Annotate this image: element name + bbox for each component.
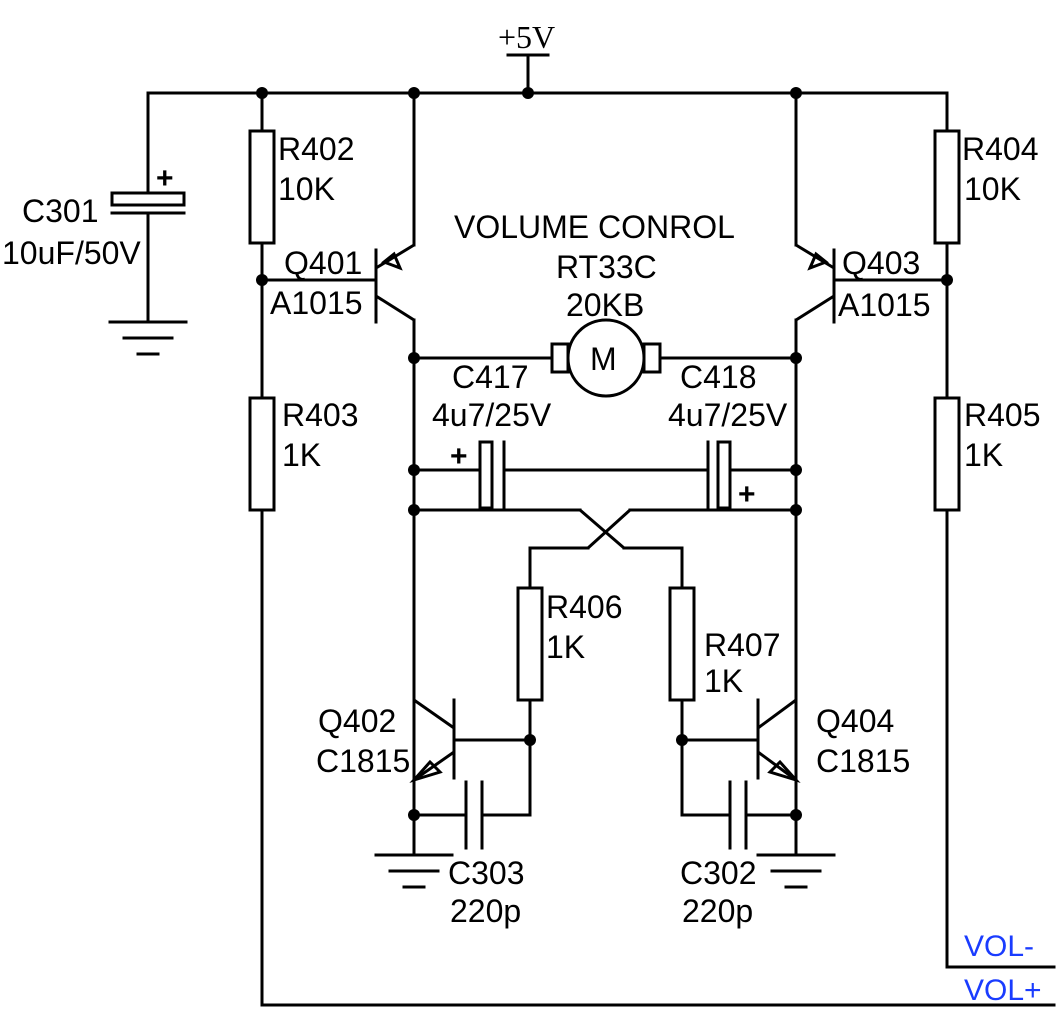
junction-dots xyxy=(256,87,953,821)
c301-name: C301 xyxy=(22,193,99,229)
q403-value: A1015 xyxy=(838,287,931,323)
supply-rail xyxy=(146,53,949,95)
q404-name: Q404 xyxy=(816,703,894,739)
q402-name: Q402 xyxy=(318,703,396,739)
r403-value: 1K xyxy=(282,437,321,473)
ground-icon xyxy=(374,853,454,889)
c302-value: 220p xyxy=(682,893,753,929)
vol-plus-label: VOL+ xyxy=(964,974,1042,1007)
r407-name: R407 xyxy=(704,627,781,663)
c303-value: 220p xyxy=(450,893,521,929)
right-outer-wire xyxy=(832,91,1056,969)
cross-coupling-wires xyxy=(412,508,798,590)
r402-value: 10K xyxy=(278,171,335,207)
supply-label: +5V xyxy=(498,19,555,55)
r405-name: R405 xyxy=(964,397,1041,433)
c303-name: C303 xyxy=(448,855,525,891)
c301-capacitor xyxy=(110,91,186,324)
q403-name: Q403 xyxy=(842,245,920,281)
r405-value: 1K xyxy=(964,437,1003,473)
r406-value: 1K xyxy=(546,629,585,665)
title-line2: RT33C xyxy=(556,249,657,285)
r404-name: R404 xyxy=(962,131,1039,167)
c301-value: 10uF/50V xyxy=(2,235,141,271)
r402-resistor xyxy=(248,129,276,245)
c417-name: C417 xyxy=(452,359,529,395)
r406-resistor xyxy=(516,586,544,817)
q404-value: C1815 xyxy=(816,743,910,779)
r405-resistor xyxy=(933,396,961,512)
r404-resistor xyxy=(933,129,961,245)
q403-transistor xyxy=(794,91,836,822)
motor-icon xyxy=(412,318,798,398)
r406-name: R406 xyxy=(546,589,623,625)
title-line1: VOLUME CONROL xyxy=(454,209,735,245)
ground-icon xyxy=(756,853,836,889)
c418-plus: + xyxy=(738,478,756,511)
q401-name: Q401 xyxy=(284,245,362,281)
q401-value: A1015 xyxy=(270,285,363,321)
c303-capacitor xyxy=(412,780,532,857)
r407-resistor xyxy=(668,586,696,817)
c302-capacitor xyxy=(680,780,798,857)
r407-value: 1K xyxy=(704,663,743,699)
q401-transistor xyxy=(374,91,416,822)
c301-plus: + xyxy=(156,162,174,195)
r403-resistor xyxy=(248,396,276,512)
c302-name: C302 xyxy=(680,855,757,891)
q402-value: C1815 xyxy=(316,743,410,779)
vol-minus-label: VOL- xyxy=(964,930,1034,963)
ground-icon xyxy=(108,320,188,356)
title-line3: 20KB xyxy=(566,287,644,323)
r402-name: R402 xyxy=(278,131,355,167)
motor-symbol: M xyxy=(590,341,617,377)
c417-c418-capacitors xyxy=(412,440,798,510)
c418-value: 4u7/25V xyxy=(668,397,788,433)
q402-transistor xyxy=(409,698,532,784)
c417-plus: + xyxy=(450,440,468,473)
c418-name: C418 xyxy=(680,359,757,395)
q404-transistor xyxy=(680,698,801,784)
r404-value: 10K xyxy=(964,171,1021,207)
left-outer-wire xyxy=(248,91,1056,1007)
r403-name: R403 xyxy=(282,397,359,433)
c417-value: 4u7/25V xyxy=(432,397,552,433)
